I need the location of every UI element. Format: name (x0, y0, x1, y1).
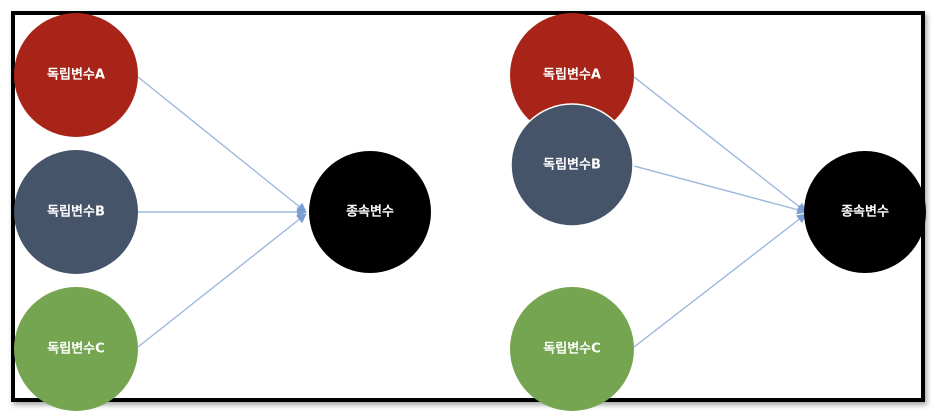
node-independent-a-left: 독립변수A (14, 13, 138, 137)
node-circle (510, 103, 634, 227)
node-label: 독립변수B (47, 205, 105, 220)
node-label: 독립변수A (47, 68, 105, 83)
node-circle (804, 151, 926, 273)
node-label: 독립변수A (543, 68, 601, 83)
node-circle (14, 287, 138, 411)
node-dependent-right: 종속변수 (804, 151, 926, 273)
diagram-frame (11, 11, 925, 402)
node-circle (510, 13, 634, 137)
edge-b-to-y-right (633, 165, 807, 215)
node-independent-a-right: 독립변수A (510, 13, 634, 137)
diagram-left: 독립변수A 독립변수B 독립변수C 종속변수 (14, 13, 431, 411)
diagram-right: 독립변수A 독립변수B 독립변수C 종속변수 (510, 13, 926, 411)
node-circle (309, 151, 431, 273)
edge-a-to-y-left (137, 76, 307, 213)
node-circle (14, 13, 138, 137)
edge-c-to-y-left (137, 213, 307, 348)
node-independent-c-left: 독립변수C (14, 287, 138, 411)
node-independent-b-left: 독립변수B (14, 150, 138, 274)
node-label: 독립변수C (47, 342, 104, 357)
node-dependent-left: 종속변수 (309, 151, 431, 273)
node-circle (14, 150, 138, 274)
node-label: 종속변수 (841, 205, 889, 220)
node-independent-b-right: 독립변수B (510, 103, 634, 227)
edge-c-to-y-right (633, 213, 807, 348)
edge-a-to-y-right (633, 76, 807, 213)
node-label: 독립변수C (543, 342, 600, 357)
node-circle (510, 287, 634, 411)
node-label: 종속변수 (346, 205, 394, 220)
node-label: 독립변수B (543, 158, 601, 173)
node-independent-c-right: 독립변수C (510, 287, 634, 411)
